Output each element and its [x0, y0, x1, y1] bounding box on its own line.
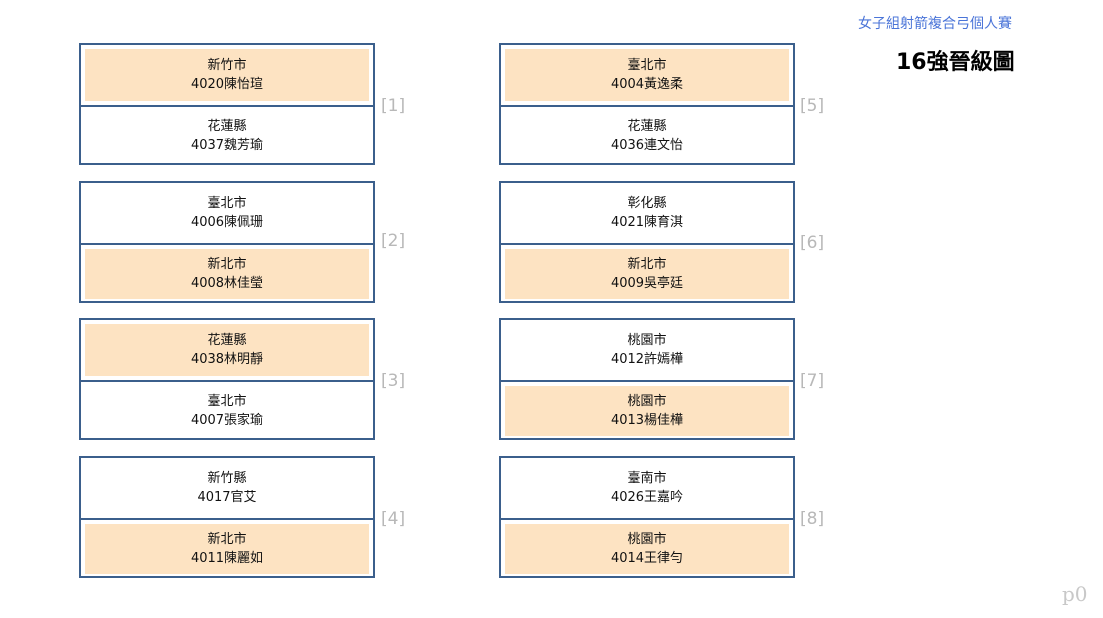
- player-name: 4007張家瑜: [190, 413, 264, 428]
- player-slot-top: 臺北市 4004黃逸柔: [501, 45, 793, 105]
- player-slot-top: 臺北市 4006陳佩珊: [81, 183, 373, 243]
- match-label: [5]: [800, 96, 825, 116]
- page-tag: p0: [1062, 582, 1088, 606]
- player-name: 4006陳佩珊: [190, 215, 264, 230]
- player-name: 4012許嫣樺: [610, 352, 684, 367]
- player-name: 4013楊佳樺: [610, 413, 684, 428]
- player-name: 4014王律勻: [610, 551, 684, 566]
- player-slot-top: 臺南市 4026王嘉吟: [501, 458, 793, 518]
- player-name: 4004黃逸柔: [610, 77, 684, 92]
- player-name: 4026王嘉吟: [610, 490, 684, 505]
- county-name: 桃園市: [627, 394, 667, 409]
- player-slot-bottom: 桃園市 4014王律勻: [501, 518, 793, 578]
- player-name: 4017官艾: [197, 490, 257, 505]
- player-slot-bottom: 花蓮縣 4037魏芳瑜: [81, 105, 373, 165]
- player-name: 4021陳育淇: [610, 215, 684, 230]
- county-name: 桃園市: [627, 532, 667, 547]
- match-label: [1]: [381, 96, 406, 116]
- player-name: 4011陳麗如: [190, 551, 264, 566]
- player-name: 4008林佳瑩: [190, 276, 264, 291]
- player-slot-bottom: 新北市 4008林佳瑩: [81, 243, 373, 303]
- player-slot-top: 新竹市 4020陳怡瑄: [81, 45, 373, 105]
- county-name: 臺北市: [207, 394, 247, 409]
- county-name: 彰化縣: [627, 196, 667, 211]
- match-label: [6]: [800, 233, 825, 253]
- player-name: 4020陳怡瑄: [190, 77, 264, 92]
- match-box: 新竹縣 4017官艾 新北市 4011陳麗如: [79, 456, 375, 578]
- county-name: 新竹市: [207, 58, 247, 73]
- county-name: 臺南市: [627, 471, 667, 486]
- player-name: 4037魏芳瑜: [190, 138, 264, 153]
- player-name: 4038林明靜: [190, 352, 264, 367]
- match-box: 彰化縣 4021陳育淇 新北市 4009吳亭廷: [499, 181, 795, 303]
- match-box: 桃園市 4012許嫣樺 桃園市 4013楊佳樺: [499, 318, 795, 440]
- match-box: 花蓮縣 4038林明靜 臺北市 4007張家瑜: [79, 318, 375, 440]
- bracket-subtitle: 女子組射箭複合弓個人賽: [858, 16, 1012, 32]
- player-slot-bottom: 臺北市 4007張家瑜: [81, 380, 373, 440]
- player-slot-top: 花蓮縣 4038林明靜: [81, 320, 373, 380]
- county-name: 新竹縣: [207, 471, 247, 486]
- player-slot-top: 彰化縣 4021陳育淇: [501, 183, 793, 243]
- match-box: 臺南市 4026王嘉吟 桃園市 4014王律勻: [499, 456, 795, 578]
- county-name: 花蓮縣: [627, 119, 667, 134]
- county-name: 臺北市: [207, 196, 247, 211]
- match-box: 臺北市 4004黃逸柔 花蓮縣 4036連文怡: [499, 43, 795, 165]
- match-box: 新竹市 4020陳怡瑄 花蓮縣 4037魏芳瑜: [79, 43, 375, 165]
- county-name: 桃園市: [627, 333, 667, 348]
- match-label: [3]: [381, 371, 406, 391]
- match-label: [7]: [800, 371, 825, 391]
- player-name: 4009吳亭廷: [610, 276, 684, 291]
- player-slot-bottom: 桃園市 4013楊佳樺: [501, 380, 793, 440]
- player-name: 4036連文怡: [610, 138, 684, 153]
- county-name: 新北市: [207, 257, 247, 272]
- match-label: [8]: [800, 509, 825, 529]
- player-slot-bottom: 新北市 4009吳亭廷: [501, 243, 793, 303]
- player-slot-top: 新竹縣 4017官艾: [81, 458, 373, 518]
- match-box: 臺北市 4006陳佩珊 新北市 4008林佳瑩: [79, 181, 375, 303]
- county-name: 臺北市: [627, 58, 667, 73]
- match-label: [2]: [381, 231, 406, 251]
- county-name: 新北市: [627, 257, 667, 272]
- county-name: 花蓮縣: [207, 119, 247, 134]
- player-slot-bottom: 花蓮縣 4036連文怡: [501, 105, 793, 165]
- player-slot-bottom: 新北市 4011陳麗如: [81, 518, 373, 578]
- match-label: [4]: [381, 509, 406, 529]
- county-name: 花蓮縣: [207, 333, 247, 348]
- county-name: 新北市: [207, 532, 247, 547]
- bracket-title: 16強晉級圖: [896, 50, 1015, 75]
- player-slot-top: 桃園市 4012許嫣樺: [501, 320, 793, 380]
